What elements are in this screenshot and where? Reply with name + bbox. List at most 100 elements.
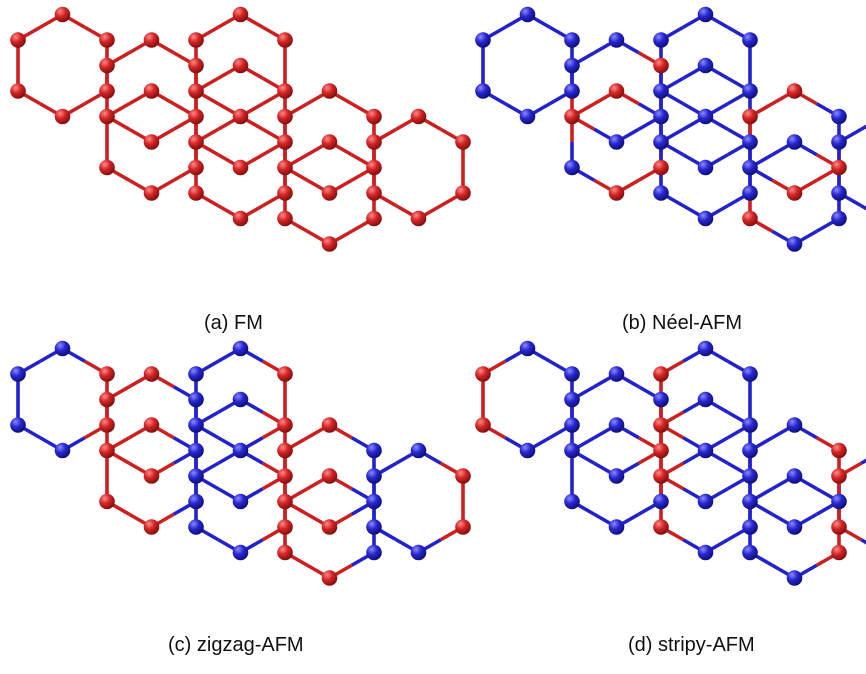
atom-spin-down xyxy=(519,108,536,125)
atom-spin-down xyxy=(475,32,491,48)
atom-spin-up xyxy=(608,185,625,201)
atom-spin-up xyxy=(99,391,115,408)
atom-spin-down xyxy=(519,6,536,23)
atom-spin-up xyxy=(742,210,758,227)
atom-spin-up xyxy=(321,417,338,433)
atom-spin-up xyxy=(99,366,115,382)
atom-spin-down xyxy=(742,366,758,382)
atom-spin-up xyxy=(831,468,847,484)
atom-spin-down xyxy=(232,493,249,510)
atom-spin-down xyxy=(366,519,382,535)
atom-spin-down xyxy=(786,468,803,484)
atom-spin-up xyxy=(321,519,338,535)
atom-spin-up xyxy=(786,185,803,201)
atom-spin-up xyxy=(54,6,71,23)
atom-spin-up xyxy=(455,468,471,484)
caption-fm: (a) FM xyxy=(204,312,263,334)
atom-spin-up xyxy=(232,6,249,23)
panel-zigzag-afm-lattice xyxy=(10,340,471,586)
atom-spin-down xyxy=(831,185,847,201)
atom-spin-up xyxy=(366,159,382,176)
atom-spin-up xyxy=(143,468,160,484)
atom-spin-up xyxy=(277,108,293,125)
atom-spin-up xyxy=(653,468,669,484)
atom-spin-up xyxy=(366,185,382,201)
atom-spin-up xyxy=(366,134,382,150)
atom-spin-up xyxy=(143,134,160,150)
atom-spin-up xyxy=(277,185,293,201)
atom-spin-down xyxy=(232,442,249,459)
atom-spin-down xyxy=(697,340,714,357)
atom-spin-down xyxy=(232,391,249,408)
atom-spin-down xyxy=(232,340,249,357)
atom-spin-up xyxy=(99,32,115,48)
atom-spin-up xyxy=(410,108,427,125)
atom-spin-up xyxy=(786,83,803,99)
atom-spin-up xyxy=(188,83,204,99)
caption-zigzag-afm: (c) zigzag-AFM xyxy=(168,634,304,656)
atom-spin-up xyxy=(99,108,115,125)
atom-spin-down xyxy=(366,493,382,510)
bond-segment xyxy=(860,204,866,211)
atom-spin-down xyxy=(519,442,536,459)
atom-spin-up xyxy=(321,134,338,150)
atom-spin-up xyxy=(277,468,293,484)
caption-neel-afm: (b) Néel-AFM xyxy=(622,312,743,334)
atom-spin-up xyxy=(653,57,669,74)
atom-spin-down xyxy=(564,391,580,408)
atom-spin-up xyxy=(99,83,115,99)
atom-spin-down xyxy=(786,570,803,586)
atom-spin-up xyxy=(99,442,115,459)
atom-spin-down xyxy=(653,134,669,150)
atom-spin-up xyxy=(475,366,491,382)
atom-spin-down xyxy=(608,134,625,150)
atom-spin-up xyxy=(10,83,26,99)
atom-spin-down xyxy=(697,210,714,227)
atom-spin-down xyxy=(831,134,847,150)
atom-spin-down xyxy=(564,83,580,99)
atom-spin-up xyxy=(143,185,160,201)
atom-spin-down xyxy=(786,519,803,535)
atom-spin-up xyxy=(277,83,293,99)
atom-spin-up xyxy=(54,108,71,125)
atom-spin-up xyxy=(653,442,669,459)
atom-spin-down xyxy=(54,442,71,459)
atom-spin-down xyxy=(697,57,714,74)
atom-spin-down xyxy=(564,57,580,74)
atom-spin-down xyxy=(54,340,71,357)
atom-spin-down xyxy=(831,493,847,510)
atom-spin-down xyxy=(564,493,580,510)
atom-spin-down xyxy=(608,32,625,48)
atom-spin-up xyxy=(188,32,204,48)
atom-spin-up xyxy=(99,57,115,74)
atom-spin-up xyxy=(277,134,293,150)
atom-spin-down xyxy=(188,468,204,484)
atom-spin-down xyxy=(653,391,669,408)
atom-spin-up xyxy=(143,519,160,535)
atom-spin-up xyxy=(277,159,293,176)
bond-segment xyxy=(860,124,866,131)
atom-spin-down xyxy=(564,366,580,382)
atom-spin-down xyxy=(697,544,714,561)
atom-spin-down xyxy=(786,134,803,150)
atom-spin-down xyxy=(564,442,580,459)
atom-spin-up xyxy=(277,544,293,561)
atom-spin-up xyxy=(277,493,293,510)
atom-spin-down xyxy=(366,544,382,561)
atom-spin-down xyxy=(366,442,382,459)
atom-spin-up xyxy=(831,159,847,176)
atom-spin-up xyxy=(831,519,847,535)
atom-spin-up xyxy=(277,366,293,382)
panel-neel-afm-lattice xyxy=(475,6,866,252)
caption-stripy-afm: (d) stripy-AFM xyxy=(628,634,755,656)
atom-spin-up xyxy=(99,159,115,176)
atom-spin-down xyxy=(742,468,758,484)
bond-segment xyxy=(860,458,866,465)
atom-spin-up xyxy=(366,210,382,227)
atom-spin-down xyxy=(653,185,669,201)
atom-spin-up xyxy=(143,83,160,99)
atom-spin-down xyxy=(608,417,625,433)
atom-spin-up xyxy=(277,442,293,459)
atom-spin-down xyxy=(697,442,714,459)
atom-spin-down xyxy=(608,366,625,382)
